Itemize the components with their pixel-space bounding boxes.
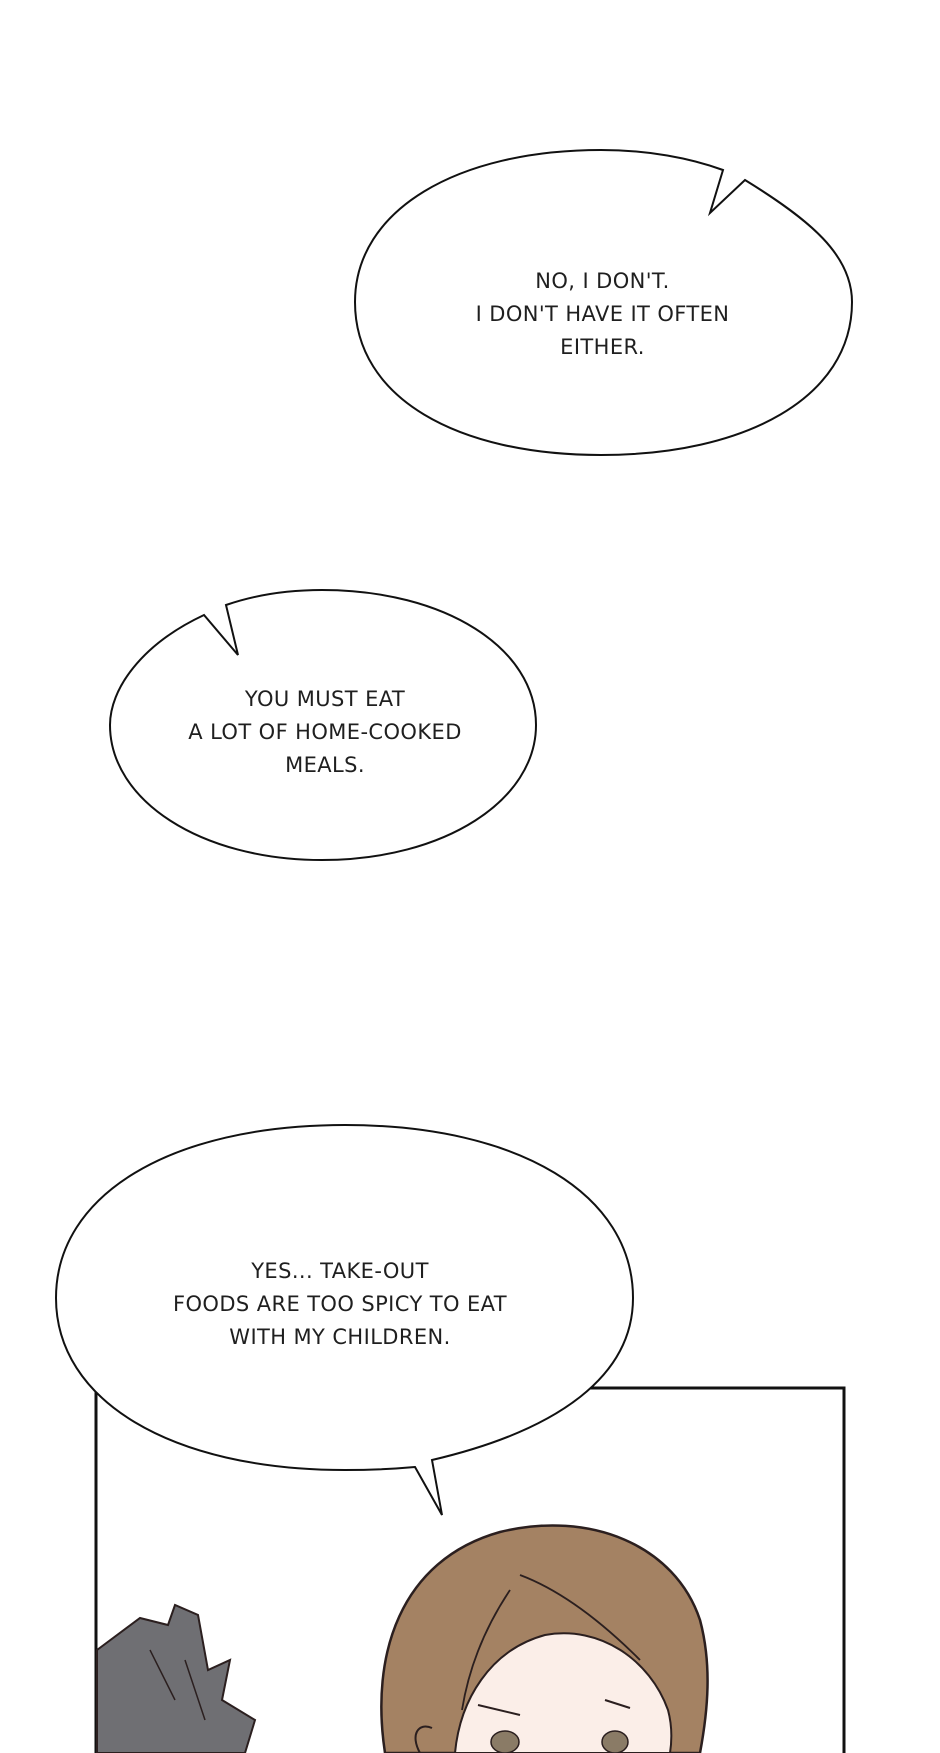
character-dark-hair xyxy=(96,1603,257,1753)
left-eye xyxy=(490,1730,520,1753)
face-skin xyxy=(453,1632,673,1753)
bubble-2-line-1: YOU MUST EAT xyxy=(244,687,406,711)
right-eye xyxy=(601,1730,629,1753)
left-eyebrow xyxy=(477,1704,521,1716)
bubble-2-line-2: A LOT OF HOME-COOKED xyxy=(188,720,462,744)
speech-bubble-3 xyxy=(54,1123,635,1516)
speech-bubble-2-text: YOU MUST EAT A LOT OF HOME-COOKED MEALS. xyxy=(150,683,500,782)
speech-bubble-2-shape xyxy=(108,588,538,862)
bubble-2-line-3: MEALS. xyxy=(285,753,365,777)
bubble-1-line-1: NO, I DON'T. xyxy=(535,269,670,293)
speech-bubble-1 xyxy=(353,148,854,457)
bubble-3-line-1: YES... TAKE-OUT xyxy=(251,1259,429,1283)
bubble-3-line-2: FOODS ARE TOO SPICY TO EAT xyxy=(172,1292,508,1316)
bubble-1-line-3: EITHER. xyxy=(560,335,645,359)
speech-bubble-3-shape xyxy=(54,1123,635,1516)
ear-shape xyxy=(414,1725,433,1753)
bubble-1-line-2: I DON'T HAVE IT OFTEN xyxy=(475,302,730,326)
character-brown-hair xyxy=(380,1524,709,1753)
right-eyebrow xyxy=(604,1699,631,1709)
speech-bubble-2 xyxy=(108,588,538,862)
dark-hair-strand xyxy=(149,1649,206,1721)
bubble-3-line-3: WITH MY CHILDREN. xyxy=(229,1325,451,1349)
speech-bubble-1-text: NO, I DON'T. I DON'T HAVE IT OFTEN EITHE… xyxy=(430,265,775,364)
speech-bubble-1-shape xyxy=(353,148,854,457)
dark-hair-shape xyxy=(96,1603,257,1753)
speech-bubble-3-text: YES... TAKE-OUT FOODS ARE TOO SPICY TO E… xyxy=(130,1255,550,1354)
hair-part-line xyxy=(461,1574,641,1711)
